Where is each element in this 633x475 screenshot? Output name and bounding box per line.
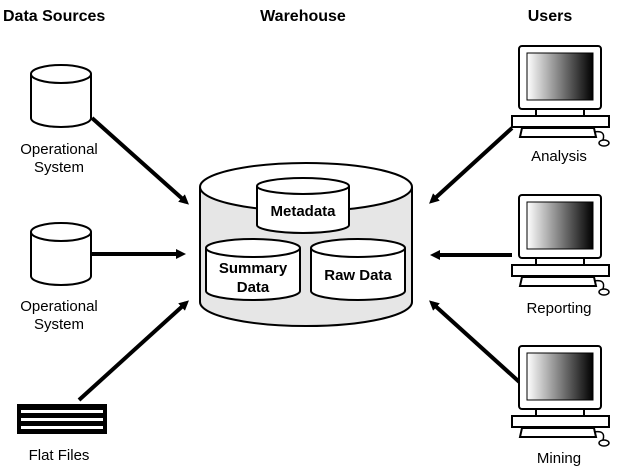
source-label-line1: Operational xyxy=(20,141,98,158)
source-label-flat-files: Flat Files xyxy=(29,447,90,464)
user-mining: Mining xyxy=(511,345,610,467)
summary-data-label-line1: Summary xyxy=(219,260,288,277)
metadata-label: Metadata xyxy=(270,203,336,220)
computer-workstation-icon xyxy=(511,194,610,296)
database-cylinder-icon xyxy=(30,222,92,286)
arrow-warehouse-to-mining xyxy=(429,300,528,390)
summary-data-store: Summary Data xyxy=(205,238,301,301)
raw-data-label: Raw Data xyxy=(324,267,392,284)
user-label-mining: Mining xyxy=(537,450,581,467)
header-users: Users xyxy=(528,8,573,25)
arrow-warehouse-to-analysis xyxy=(429,126,514,204)
source-label-line2: System xyxy=(34,159,84,176)
user-label-analysis: Analysis xyxy=(531,148,587,165)
database-cylinder-icon xyxy=(30,64,92,128)
summary-data-label-line2: Data xyxy=(237,279,270,296)
computer-workstation-icon xyxy=(511,345,610,447)
header-data-sources: Data Sources xyxy=(3,8,105,25)
user-label-reporting: Reporting xyxy=(526,300,591,317)
source-label-line1: Operational xyxy=(20,298,98,315)
metadata-store: Metadata xyxy=(256,177,350,234)
user-reporting: Reporting xyxy=(511,194,610,317)
source-label-line2: System xyxy=(34,316,84,333)
warehouse-cylinder: Metadata Summary Data Raw Data xyxy=(199,162,413,327)
user-analysis: Analysis xyxy=(511,45,610,165)
header-warehouse: Warehouse xyxy=(260,8,346,25)
source-operational-system-2: Operational System xyxy=(20,222,98,333)
arrow-source1-to-warehouse xyxy=(90,116,189,205)
flat-files-icon xyxy=(17,404,107,434)
raw-data-store: Raw Data xyxy=(310,238,406,301)
source-operational-system-1: Operational System xyxy=(20,64,98,176)
arrow-flatfiles-to-warehouse xyxy=(77,300,189,402)
computer-workstation-icon xyxy=(511,45,610,147)
source-flat-files: Flat Files xyxy=(17,404,107,464)
